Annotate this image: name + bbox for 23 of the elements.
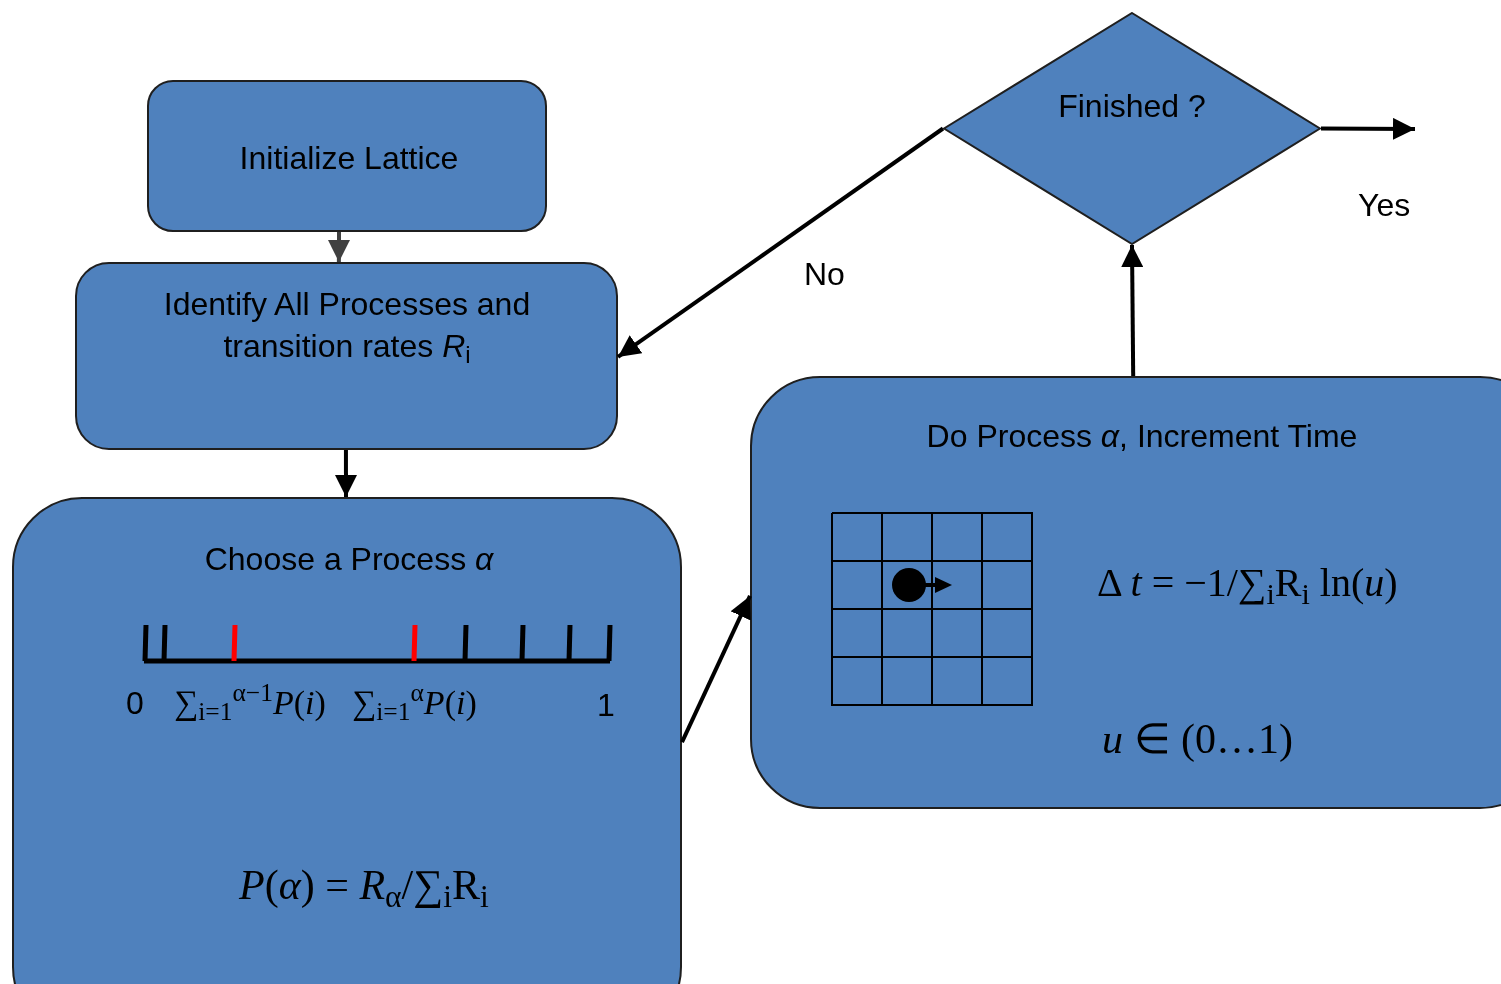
node-label: Do Process α, Increment Time [925,417,1359,456]
node-label: Initialize Lattice [238,139,460,178]
formula: Δ t = −1/∑$_{i}$R$_{i}$ ln(u) [1097,559,1399,612]
axis-label: 0 [126,684,144,723]
node-label: Finished ? [1057,87,1207,126]
node-label: Identify All Processes and transition rates R$_{i}$ [162,285,532,368]
arrow [1121,244,1144,377]
arrow [680,595,752,743]
axis-label: ∑$_{i=1}$$^{α}$P(i) [352,677,477,728]
arrow [335,450,357,497]
node-label: Choose a Process α [203,540,495,579]
formula: u ∈ (0…1) [1102,715,1294,764]
process-box [75,262,618,450]
arrow [327,232,350,262]
formula: P(α) = R$_{α}$/∑$_{i}$R$_{i}$ [239,861,490,916]
arrow [1321,117,1415,140]
axis-label: 1 [597,686,615,725]
process-box [147,80,547,232]
decision-diamond [943,12,1321,245]
process-box [750,376,1501,809]
axis-label: ∑$_{i=1}$$^{α−1}$P(i) [174,677,326,728]
arrow [616,126,945,359]
process-box [12,497,682,984]
